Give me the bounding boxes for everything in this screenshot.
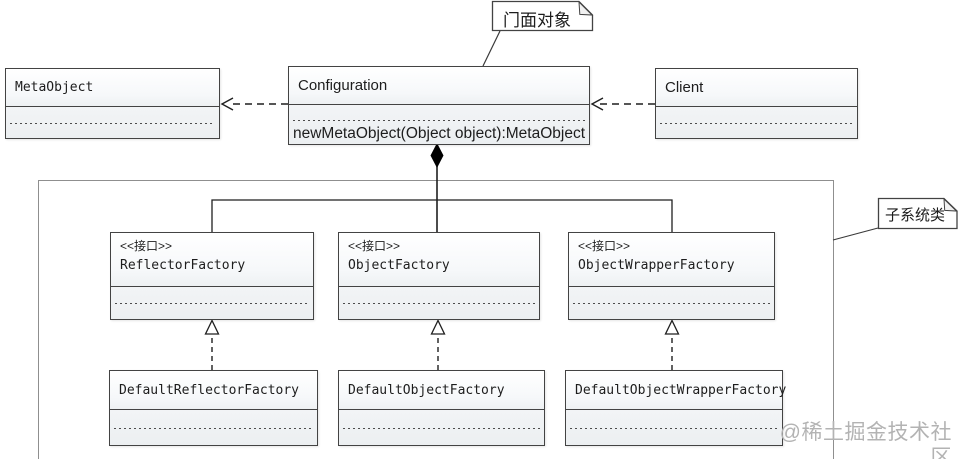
empty-members-divider: [343, 427, 540, 429]
subsystem-container: [38, 180, 834, 459]
class-default-reflector-factory: DefaultReflectorFactory: [109, 370, 318, 446]
class-metaobject: MetaObject: [5, 68, 220, 139]
class-members-section: [566, 409, 782, 445]
stereotype-label: <<接口>>: [348, 239, 401, 253]
note-anchor-line: [832, 227, 879, 241]
class-default-object-factory: DefaultObjectFactory: [338, 370, 545, 446]
open-arrowhead-icon: [590, 97, 604, 111]
class-members-section: [339, 286, 539, 319]
interface-reflector-factory: <<接口>> ReflectorFactory: [110, 232, 314, 320]
class-name: ReflectorFactory: [120, 258, 246, 273]
empty-members-divider: [115, 303, 309, 304]
empty-members-divider: [660, 122, 853, 124]
empty-members-divider: [573, 303, 770, 304]
class-default-object-wrapper-factory: DefaultObjectWrapperFactory: [565, 370, 787, 446]
class-name: ObjectWrapperFactory: [578, 258, 735, 273]
class-title: Client: [656, 69, 857, 106]
composition-diamond-icon: [430, 143, 444, 168]
class-members-section: [110, 409, 317, 445]
interface-object-factory: <<接口>> ObjectFactory: [338, 232, 540, 320]
class-members-section: [656, 106, 857, 138]
empty-members-divider: [10, 122, 215, 124]
class-title: Configuration: [289, 67, 589, 104]
stereotype-label: <<接口>>: [578, 239, 631, 253]
class-name: DefaultObjectWrapperFactory: [575, 382, 787, 398]
empty-members-divider: [343, 303, 535, 304]
class-name: DefaultObjectFactory: [348, 382, 505, 398]
method-signature: newMetaObject(Object object):MetaObject: [292, 125, 586, 142]
interface-object-wrapper-factory: <<接口>> ObjectWrapperFactory: [568, 232, 775, 320]
note-anchor-line: [482, 30, 501, 67]
class-title: <<接口>> ReflectorFactory: [111, 233, 313, 286]
class-members-section: newMetaObject(Object object):MetaObject: [289, 104, 589, 144]
class-title: <<接口>> ObjectFactory: [339, 233, 539, 286]
stereotype-label: <<接口>>: [120, 239, 173, 253]
class-members-section: [111, 286, 313, 319]
empty-members-divider: [570, 427, 778, 429]
class-title: MetaObject: [6, 69, 219, 106]
class-title: DefaultObjectFactory: [339, 371, 544, 409]
attributes-methods-divider: [293, 120, 585, 121]
class-members-section: [339, 409, 544, 445]
subsystem-note-label: 子系统类: [884, 207, 945, 224]
class-title: DefaultReflectorFactory: [110, 371, 317, 409]
watermark-text: @稀土掘金技术社区: [779, 421, 952, 459]
class-name: ObjectFactory: [348, 258, 450, 273]
class-title: <<接口>> ObjectWrapperFactory: [569, 233, 774, 286]
class-name: DefaultReflectorFactory: [119, 382, 300, 398]
empty-members-divider: [114, 427, 313, 429]
class-name: MetaObject: [15, 80, 94, 95]
dependency-arrow-configuration-to-metaobject: [220, 97, 288, 111]
class-name: Configuration: [298, 77, 388, 94]
class-members-section: [6, 106, 219, 138]
class-configuration: Configuration newMetaObject(Object objec…: [288, 66, 590, 145]
dependency-arrow-client-to-configuration: [590, 97, 655, 111]
facade-note-label: 门面对象: [503, 11, 571, 30]
class-title: DefaultObjectWrapperFactory: [566, 371, 787, 409]
class-members-section: [569, 286, 774, 319]
class-name: Client: [665, 79, 704, 96]
open-arrowhead-icon: [220, 97, 234, 111]
class-client: Client: [655, 68, 858, 139]
note-fold-icon: [578, 0, 594, 16]
